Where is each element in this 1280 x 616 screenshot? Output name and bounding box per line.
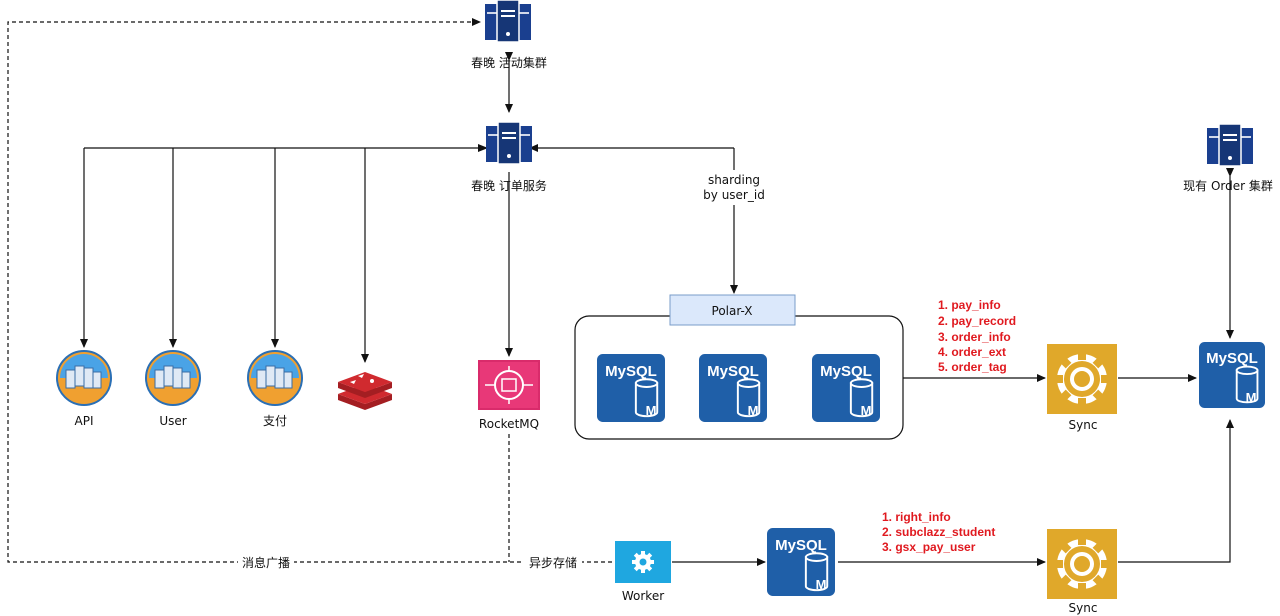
sync-tables-top: 1. pay_info 2. pay_record 3. order_info … — [938, 298, 1016, 374]
table-name: 2. subclazz_student — [882, 525, 995, 539]
polarx-header — [669, 294, 796, 326]
polarx-mysql-2: MySQL M — [699, 354, 767, 422]
existing-order-cluster-node: 现有 Order 集群 — [1183, 123, 1273, 193]
rocketmq-node: RocketMQ — [478, 360, 540, 431]
table-name: 1. right_info — [882, 510, 951, 524]
mysql-badge: M — [1246, 390, 1257, 405]
payment-label: 支付 — [263, 414, 287, 428]
mysql-label: MySQL — [1206, 350, 1258, 367]
mysql-label: MySQL — [605, 363, 657, 380]
mysql-badge: M — [646, 403, 657, 418]
table-name: 4. order_ext — [938, 345, 1006, 359]
redis-icon — [338, 372, 392, 410]
user-label: User — [159, 414, 186, 428]
existing-order-cluster-label: 现有 Order 集群 — [1183, 178, 1273, 193]
table-name: 3. gsx_pay_user — [882, 540, 976, 554]
table-name: 3. order_info — [938, 330, 1011, 344]
worker-node: Worker — [615, 541, 671, 603]
worker-mysql: MySQL M — [767, 528, 835, 596]
async-store-label: 异步存储 — [529, 555, 577, 570]
message-queue-icon — [478, 360, 540, 410]
activity-cluster-node: 春晚 活动集群 — [471, 0, 547, 70]
api-label: API — [75, 414, 94, 428]
sync-tables-bottom: 1. right_info 2. subclazz_student 3. gsx… — [882, 510, 995, 554]
table-name: 5. order_tag — [938, 360, 1007, 374]
api-node: API — [56, 350, 112, 428]
polarx-cluster: Polar-X MySQL M MySQL M MySQL M — [574, 294, 904, 440]
broadcast-label: 消息广播 — [242, 555, 290, 570]
sharding-label-line2: by user_id — [703, 188, 765, 202]
table-name: 2. pay_record — [938, 314, 1016, 328]
mysql-badge: M — [748, 403, 759, 418]
gear-icon — [1047, 344, 1117, 414]
async-store-edge-label: 异步存储 — [524, 555, 582, 570]
mysql-label: MySQL — [707, 363, 759, 380]
sync-top-node: Sync — [1047, 344, 1117, 432]
payment-node: 支付 — [247, 350, 303, 428]
rocketmq-label: RocketMQ — [479, 417, 539, 431]
mysql-label: MySQL — [775, 537, 827, 554]
mysql-badge: M — [861, 403, 872, 418]
order-service-node: 春晚 订单服务 — [471, 121, 547, 193]
mysql-badge: M — [816, 577, 827, 592]
existing-order-mysql: MySQL M — [1199, 341, 1265, 409]
activity-cluster-label: 春晚 活动集群 — [471, 55, 547, 70]
polarx-mysql-3: MySQL M — [812, 354, 880, 422]
server-icon — [486, 121, 532, 165]
redis-node — [338, 372, 392, 410]
polarx-label: Polar-X — [712, 304, 753, 318]
sync-bottom-node: Sync — [1047, 529, 1117, 615]
mysql-label: MySQL — [820, 363, 872, 380]
server-icon — [1207, 123, 1253, 167]
sharding-label-line1: sharding — [708, 173, 760, 187]
user-node: User — [145, 350, 201, 428]
broadcast-edge-label: 消息广播 — [238, 555, 294, 570]
order-service-label: 春晚 订单服务 — [471, 178, 547, 193]
sync-bottom-label: Sync — [1069, 601, 1098, 615]
polarx-mysql-1: MySQL M — [597, 354, 665, 422]
table-name: 1. pay_info — [938, 298, 1001, 312]
storage-disk-icon — [247, 350, 303, 406]
sync-top-label: Sync — [1069, 418, 1098, 432]
worker-label: Worker — [622, 589, 664, 603]
edges — [7, 18, 1234, 566]
server-icon — [485, 0, 531, 42]
storage-disk-icon — [56, 350, 112, 406]
storage-disk-icon — [145, 350, 201, 406]
gear-icon — [632, 551, 654, 573]
gear-icon — [1047, 529, 1117, 599]
